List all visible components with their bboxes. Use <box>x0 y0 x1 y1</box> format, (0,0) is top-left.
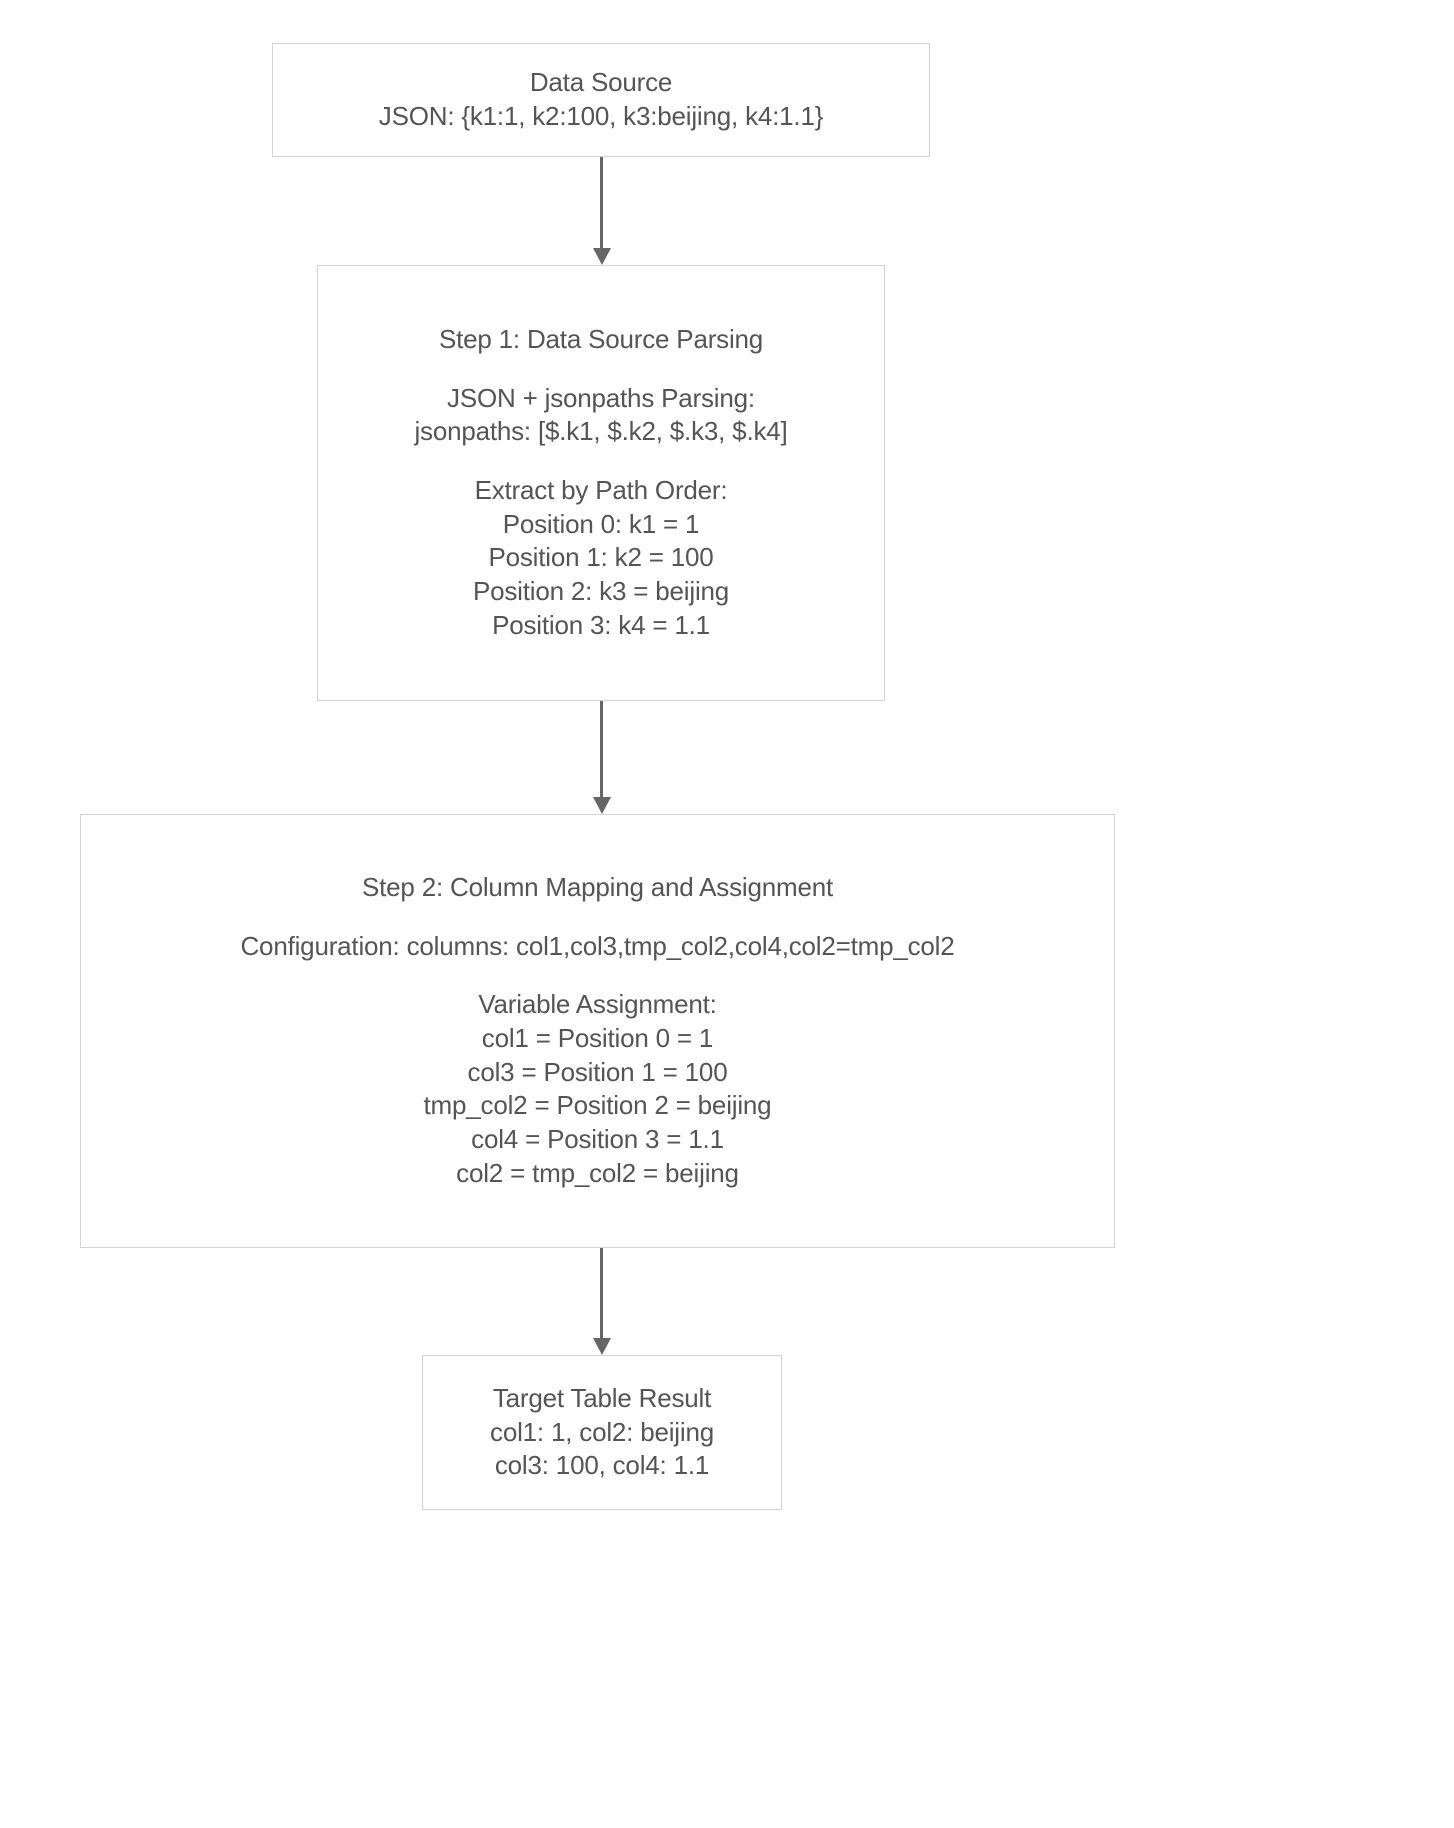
step2-configuration-value: Configuration: columns: col1,col3,tmp_co… <box>240 930 955 961</box>
step1-position-2: Position 2: k3 = beijing <box>472 576 730 607</box>
step1-position-1: Position 1: k2 = 100 <box>488 542 714 573</box>
arrow-shaft <box>600 701 603 797</box>
step1-position-0: Position 0: k1 = 1 <box>502 508 700 539</box>
result-title: Target Table Result <box>492 1382 712 1413</box>
result-row-1: col1: 1, col2: beijing <box>490 1416 714 1447</box>
step2-assignment-col3: col3 = Position 1 = 100 <box>467 1056 728 1087</box>
arrow-head-icon <box>592 248 611 265</box>
step2-assignment-heading: Variable Assignment: <box>478 989 717 1020</box>
step2-title: Step 2: Column Mapping and Assignment <box>362 872 833 903</box>
arrow-shaft <box>600 157 603 248</box>
step1-node[interactable]: Step 1: Data Source Parsing JSON + jsonp… <box>317 265 885 701</box>
step1-position-3: Position 3: k4 = 1.1 <box>492 610 710 641</box>
step2-assignment-col4: col4 = Position 3 = 1.1 <box>471 1124 724 1155</box>
result-row-2: col3: 100, col4: 1.1 <box>494 1450 710 1481</box>
target-table-result-node[interactable]: Target Table Result col1: 1, col2: beiji… <box>422 1355 782 1510</box>
step1-jsonpaths-value: jsonpaths: [$.k1, $.k2, $.k3, $.k4] <box>414 416 788 447</box>
step2-assignment-col1: col1 = Position 0 = 1 <box>481 1022 714 1053</box>
data-source-title: Data Source <box>529 67 673 98</box>
step2-node[interactable]: Step 2: Column Mapping and Assignment Co… <box>80 814 1115 1248</box>
arrow-head-icon <box>592 1338 611 1355</box>
step1-extract-heading: Extract by Path Order: <box>474 474 728 505</box>
step1-parsing-heading: JSON + jsonpaths Parsing: <box>447 382 755 413</box>
step2-assignment-tmp-col2: tmp_col2 = Position 2 = beijing <box>423 1090 772 1121</box>
step1-title: Step 1: Data Source Parsing <box>438 324 764 355</box>
data-source-json-value: JSON: {k1:1, k2:100, k3:beijing, k4:1.1} <box>378 101 824 131</box>
arrow-head-icon <box>592 797 611 814</box>
step2-assignment-col2: col2 = tmp_col2 = beijing <box>456 1158 739 1189</box>
arrow-shaft <box>600 1248 603 1338</box>
data-source-node[interactable]: Data Source JSON: {k1:1, k2:100, k3:beij… <box>272 43 930 157</box>
